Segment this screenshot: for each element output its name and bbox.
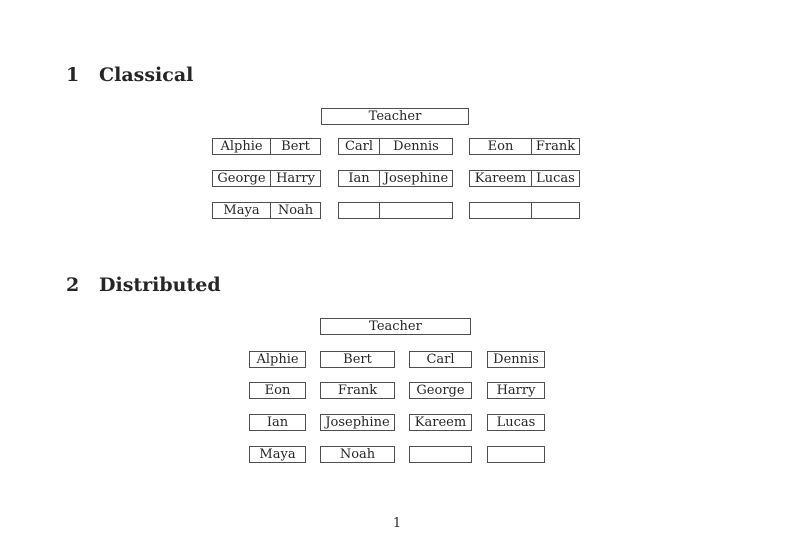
seat-label: Harry (276, 171, 315, 186)
section-title: Classical (99, 64, 194, 86)
desk-pair-empty (338, 202, 453, 219)
teacher-box: Teacher (320, 318, 471, 335)
desk-pair: George Harry (212, 170, 321, 187)
seat-label: Josephine (383, 171, 449, 186)
teacher-box: Teacher (321, 108, 469, 125)
desk-box-empty (487, 446, 545, 463)
desk-box: Josephine (320, 414, 395, 431)
seat-label: Lucas (536, 171, 575, 186)
desk-pair-empty (469, 202, 580, 219)
seat-label: Noah (277, 203, 314, 218)
desk-box: Maya (249, 446, 306, 463)
desk-pair: Kareem Lucas (469, 170, 580, 187)
desk-box-empty (409, 446, 472, 463)
desk-box: Bert (320, 351, 395, 368)
desk-box: Noah (320, 446, 395, 463)
seat-label-empty (380, 203, 452, 218)
desk-pair: Carl Dennis (338, 138, 453, 155)
desk-box: Dennis (487, 351, 545, 368)
desk-pair: Ian Josephine (338, 170, 453, 187)
section-heading-classical: 1 Classical (66, 66, 193, 85)
seat-label: Carl (339, 139, 380, 154)
desk-pair: Maya Noah (212, 202, 321, 219)
desk-pair: Alphie Bert (212, 138, 321, 155)
desk-box: Ian (249, 414, 306, 431)
seat-label: Ian (339, 171, 380, 186)
desk-box: Alphie (249, 351, 306, 368)
desk-pair: Eon Frank (469, 138, 580, 155)
desk-box: Kareem (409, 414, 472, 431)
desk-box: Lucas (487, 414, 545, 431)
page-number: 1 (392, 516, 402, 531)
seat-label: Alphie (213, 139, 271, 154)
desk-box: George (409, 382, 472, 399)
section-heading-distributed: 2 Distributed (66, 276, 221, 295)
seat-label-empty (339, 203, 380, 218)
seat-label: Maya (213, 203, 271, 218)
seat-label: George (213, 171, 271, 186)
seat-label: Bert (281, 139, 310, 154)
section-title: Distributed (99, 274, 221, 296)
seat-label-empty (532, 203, 579, 218)
desk-box: Eon (249, 382, 306, 399)
seat-label: Dennis (393, 139, 439, 154)
desk-box: Carl (409, 351, 472, 368)
desk-box: Frank (320, 382, 395, 399)
seat-label: Frank (535, 139, 576, 154)
seat-label-empty (470, 203, 532, 218)
desk-box: Harry (487, 382, 545, 399)
section-number: 2 (66, 274, 80, 296)
seat-label: Kareem (470, 171, 532, 186)
seat-label: Eon (470, 139, 532, 154)
section-number: 1 (66, 64, 80, 86)
